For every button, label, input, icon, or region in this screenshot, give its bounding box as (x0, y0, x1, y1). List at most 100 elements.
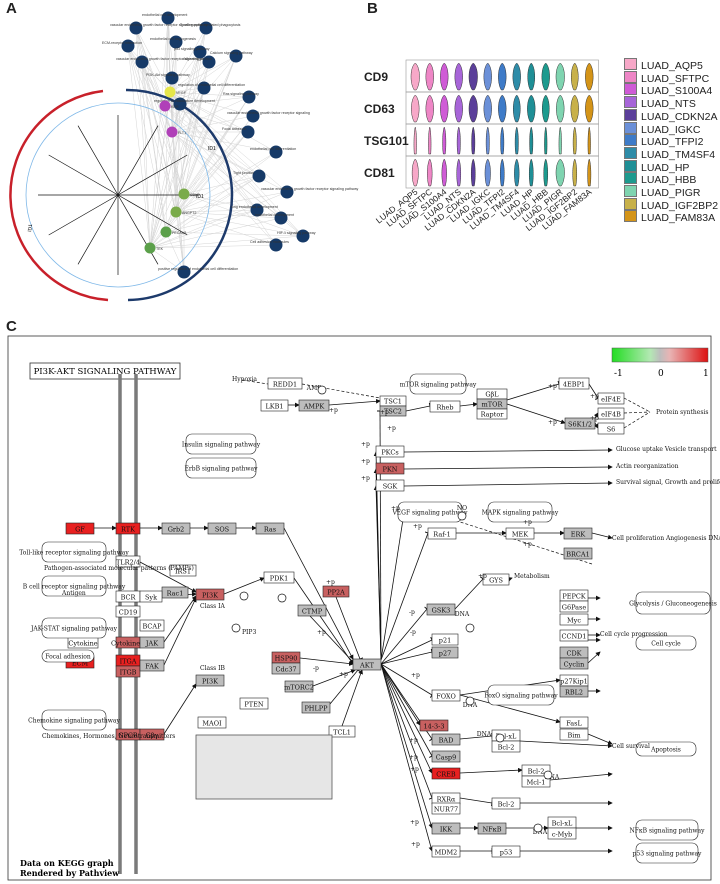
pathway-edge (380, 663, 434, 829)
gene-box-lkb1: LKB1 (260, 399, 289, 412)
pathway-edge (380, 512, 406, 661)
label-dna: DNA (463, 702, 478, 709)
svg-text:mTORC2: mTORC2 (284, 684, 314, 692)
violin-shape (527, 62, 535, 91)
gene-box-itga: ITGA (115, 654, 141, 667)
pathway-edge-dashed (623, 411, 651, 414)
gene-box-itgb: ITGB (115, 665, 141, 678)
svg-text:Raptor: Raptor (481, 411, 505, 419)
label-chemokines: Chemokines, Hormones, Neurotransmitters (42, 733, 175, 740)
gene-node (159, 100, 171, 112)
gene-box-grb2: Grb2 (161, 522, 191, 535)
compound-circle (239, 591, 249, 601)
compound-circle (277, 593, 287, 603)
svg-text:FasL: FasL (566, 720, 582, 728)
pathway-edge (459, 694, 561, 724)
violin-shape (514, 126, 519, 155)
phospho-label: +p (523, 519, 532, 526)
phospho-label: +p (410, 766, 419, 773)
phospho-label: +p (413, 523, 422, 530)
gene-box-rac1: Rac1 (161, 586, 189, 599)
violin-shape (585, 94, 594, 123)
svg-text:CytokineR: CytokineR (111, 640, 146, 648)
legend-label: LUAD_IGF2BP2 (641, 199, 719, 212)
phospho-label: -p (410, 629, 416, 636)
svg-text:PDK1: PDK1 (270, 575, 289, 583)
legend-swatch (624, 185, 637, 197)
pathway-node-label: Adherens junction (183, 57, 212, 61)
svg-text:mTOR: mTOR (482, 401, 504, 409)
svg-text:eIF4E: eIF4E (601, 396, 621, 404)
svg-text:BCR: BCR (121, 594, 137, 602)
gene-node-label: TEK (156, 247, 164, 251)
ring-arc-navy (125, 88, 234, 302)
gene-box-bad: BAD (431, 733, 461, 746)
phospho-label: +p (523, 541, 532, 548)
gene-box-tlr: TLR2/4 (115, 555, 141, 568)
gene-box-ras: Ras (255, 522, 285, 535)
gene-box-nfkb: NFκB (477, 822, 507, 835)
gene-box-ctmp: CTMP (297, 604, 327, 617)
gene-node-label: ANGPT2 (182, 211, 196, 215)
violin-row-label: CD81 (364, 166, 395, 180)
pathway-edge (588, 383, 601, 401)
pathway-edge (593, 422, 599, 429)
gene-box-erk: ERK (563, 527, 593, 540)
gene-box-cdc37: Cdc37 (271, 662, 301, 675)
pathway-edge-dashed (508, 577, 513, 580)
label-dna: DNA (455, 611, 470, 618)
pathway-node (165, 71, 179, 85)
gene-box-nur77: NUR77 (431, 802, 461, 815)
svg-text:BCAP: BCAP (143, 623, 163, 631)
panel-label-c: C (6, 318, 17, 335)
gene-box-phlpp: PHLPP (301, 701, 331, 714)
pathway-node (246, 109, 260, 123)
violin-shape (454, 94, 463, 123)
pathway-box-mapk: MAPK signaling pathway (482, 501, 559, 523)
gene-box-bcap: BCAP (139, 619, 165, 632)
phospho-label: +p (391, 505, 400, 512)
svg-text:PKCs: PKCs (381, 449, 398, 457)
svg-text:Glycolysis / Gluconeogenesis: Glycolysis / Gluconeogenesis (629, 601, 717, 608)
gene-box-pkn: PKN (375, 462, 405, 475)
svg-text:FOXO: FOXO (436, 693, 456, 701)
pathway-node (242, 90, 256, 104)
phospho-label: +p (326, 579, 335, 586)
pathway-node (280, 185, 294, 199)
svg-text:RTK: RTK (121, 526, 135, 534)
violin-shape (427, 158, 433, 187)
pathway-edge (312, 669, 356, 687)
gene-box-bcl2: Bcl-2 (491, 797, 521, 810)
label-dna: DNA (477, 731, 492, 738)
svg-text:AKT: AKT (359, 662, 375, 670)
pathway-node-label: p53 signaling pathway (174, 47, 210, 51)
pathway-edge (403, 447, 613, 453)
svg-text:Cyclin: Cyclin (564, 661, 585, 669)
svg-text:NFκB: NFκB (482, 826, 501, 834)
kegg-pathway-diagram: PI3K-AKT SIGNALING PATHWAY -1 0 1 REDD1L… (7, 335, 720, 881)
gene-box-cyclin: Cyclin (559, 657, 589, 670)
legend-swatch (624, 172, 637, 185)
pathway-edge (459, 767, 523, 774)
gene-box-g6pase: G6Pase (559, 600, 589, 613)
pathway-box-jak-path: JAK-STAT signaling pathway (30, 617, 118, 639)
svg-text:Chemokine signaling pathway: Chemokine signaling pathway (28, 718, 120, 725)
gene-box-myc: Myc (559, 613, 589, 626)
label-protein-syn: Protein synthesis (656, 409, 708, 416)
pathway-edge (380, 663, 436, 800)
ring-label-right: ID1 (208, 146, 216, 152)
gene-node (178, 188, 190, 200)
svg-text:MEK: MEK (512, 531, 528, 539)
svg-text:SOS: SOS (215, 526, 229, 534)
pathway-node-label: vascular endothelial growth factor recep… (227, 111, 310, 115)
legend-label: LUAD_S100A4 (641, 85, 713, 98)
legend-swatch (624, 159, 637, 172)
violin-shape (413, 126, 417, 155)
legend-label: LUAD_AQP5 (641, 60, 703, 72)
gene-box-s6k: S6K1/2 (564, 417, 596, 430)
gene-box-pi3k-main: PI3K (195, 588, 225, 601)
pathway-edge (587, 733, 613, 745)
label-dna: DNA (533, 829, 548, 836)
svg-text:p21: p21 (439, 637, 451, 645)
pathway-edge (380, 531, 432, 661)
